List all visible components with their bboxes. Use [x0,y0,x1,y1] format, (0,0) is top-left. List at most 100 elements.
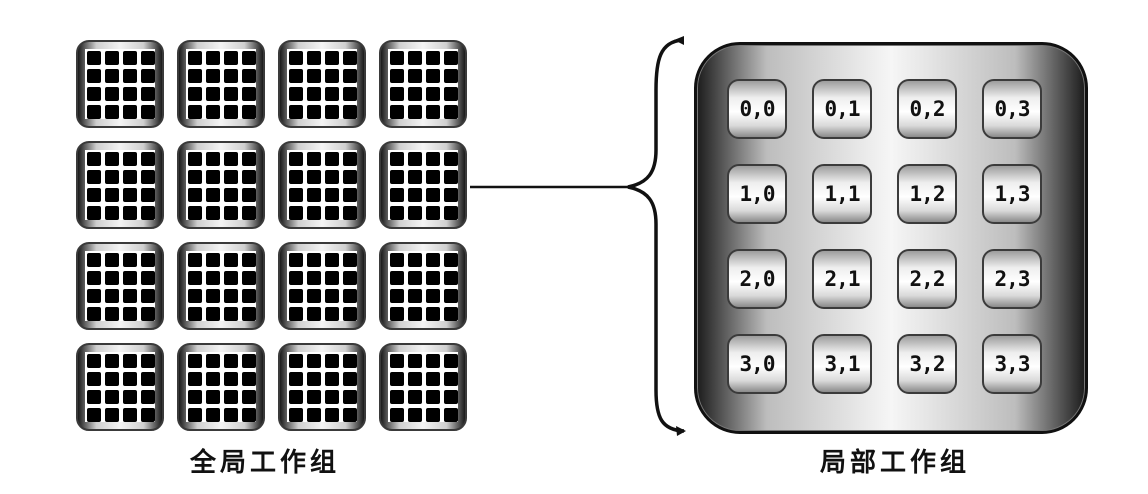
local-work-item: 3,0 [727,334,787,394]
work-item-cell [289,307,303,321]
work-item-cell [444,289,458,303]
work-group-item-grid [388,251,458,321]
work-item-cell [444,170,458,184]
work-item-cell [188,87,202,101]
work-item-cell [242,253,256,267]
work-item-cell [224,170,238,184]
work-item-cell [307,105,321,119]
work-item-cell [426,170,440,184]
work-item-cell [105,152,119,166]
work-item-cell [325,206,339,220]
work-item-cell [87,105,101,119]
work-group-item-grid [186,150,256,220]
work-item-cell [325,253,339,267]
work-item-cell [224,105,238,119]
work-group-tile [177,242,265,330]
work-item-cell [325,289,339,303]
work-item-cell [390,307,404,321]
work-item-cell [426,289,440,303]
work-item-cell [426,354,440,368]
work-item-cell [87,87,101,101]
work-item-cell [426,390,440,404]
work-item-cell [206,390,220,404]
work-item-cell [206,51,220,65]
work-group-item-grid [186,49,256,119]
work-item-cell [426,152,440,166]
work-item-cell [141,271,155,285]
work-item-cell [426,372,440,386]
local-work-item: 2,2 [897,249,957,309]
work-item-cell [224,253,238,267]
work-item-cell [325,152,339,166]
work-item-cell [188,408,202,422]
curly-brace [627,38,685,433]
work-group-item-grid [388,150,458,220]
work-item-cell [307,271,321,285]
work-item-cell [307,307,321,321]
work-group-item-grid [287,49,357,119]
work-item-cell [343,188,357,202]
work-item-cell [206,87,220,101]
work-item-cell [343,390,357,404]
work-item-cell [105,105,119,119]
work-item-cell [289,253,303,267]
local-work-item: 1,3 [982,164,1042,224]
work-item-cell [123,170,137,184]
work-item-cell [444,307,458,321]
work-item-cell [343,253,357,267]
work-item-cell [123,372,137,386]
work-item-cell [289,271,303,285]
work-item-cell [408,307,422,321]
work-item-cell [206,152,220,166]
work-item-cell [141,390,155,404]
work-group-tile [76,40,164,128]
work-item-cell [426,87,440,101]
work-item-cell [343,372,357,386]
work-item-cell [307,354,321,368]
work-item-cell [408,69,422,83]
work-item-cell [307,69,321,83]
work-item-cell [123,390,137,404]
work-item-cell [224,408,238,422]
work-item-cell [224,87,238,101]
work-item-cell [390,105,404,119]
work-item-cell [206,307,220,321]
work-item-cell [426,307,440,321]
work-item-cell [289,372,303,386]
work-item-cell [444,152,458,166]
work-item-cell [408,87,422,101]
work-item-cell [242,105,256,119]
work-item-cell [141,51,155,65]
work-item-cell [123,51,137,65]
work-item-cell [105,390,119,404]
work-item-cell [206,69,220,83]
work-item-cell [242,307,256,321]
work-item-cell [87,69,101,83]
work-item-cell [408,408,422,422]
work-item-cell [444,271,458,285]
work-item-cell [444,253,458,267]
work-item-cell [390,87,404,101]
work-item-cell [444,206,458,220]
work-item-cell [426,69,440,83]
work-item-cell [426,271,440,285]
work-item-cell [141,152,155,166]
work-item-cell [87,206,101,220]
work-item-cell [390,390,404,404]
work-item-cell [123,289,137,303]
work-item-cell [325,372,339,386]
work-item-cell [141,188,155,202]
work-item-cell [390,253,404,267]
work-item-cell [408,152,422,166]
work-group-tile [177,343,265,431]
work-item-cell [188,206,202,220]
work-group-tile [76,242,164,330]
work-item-cell [325,87,339,101]
work-item-cell [123,271,137,285]
work-item-cell [224,51,238,65]
work-item-cell [105,51,119,65]
work-group-item-grid [85,150,155,220]
work-item-cell [123,206,137,220]
work-item-cell [343,408,357,422]
work-item-cell [307,390,321,404]
